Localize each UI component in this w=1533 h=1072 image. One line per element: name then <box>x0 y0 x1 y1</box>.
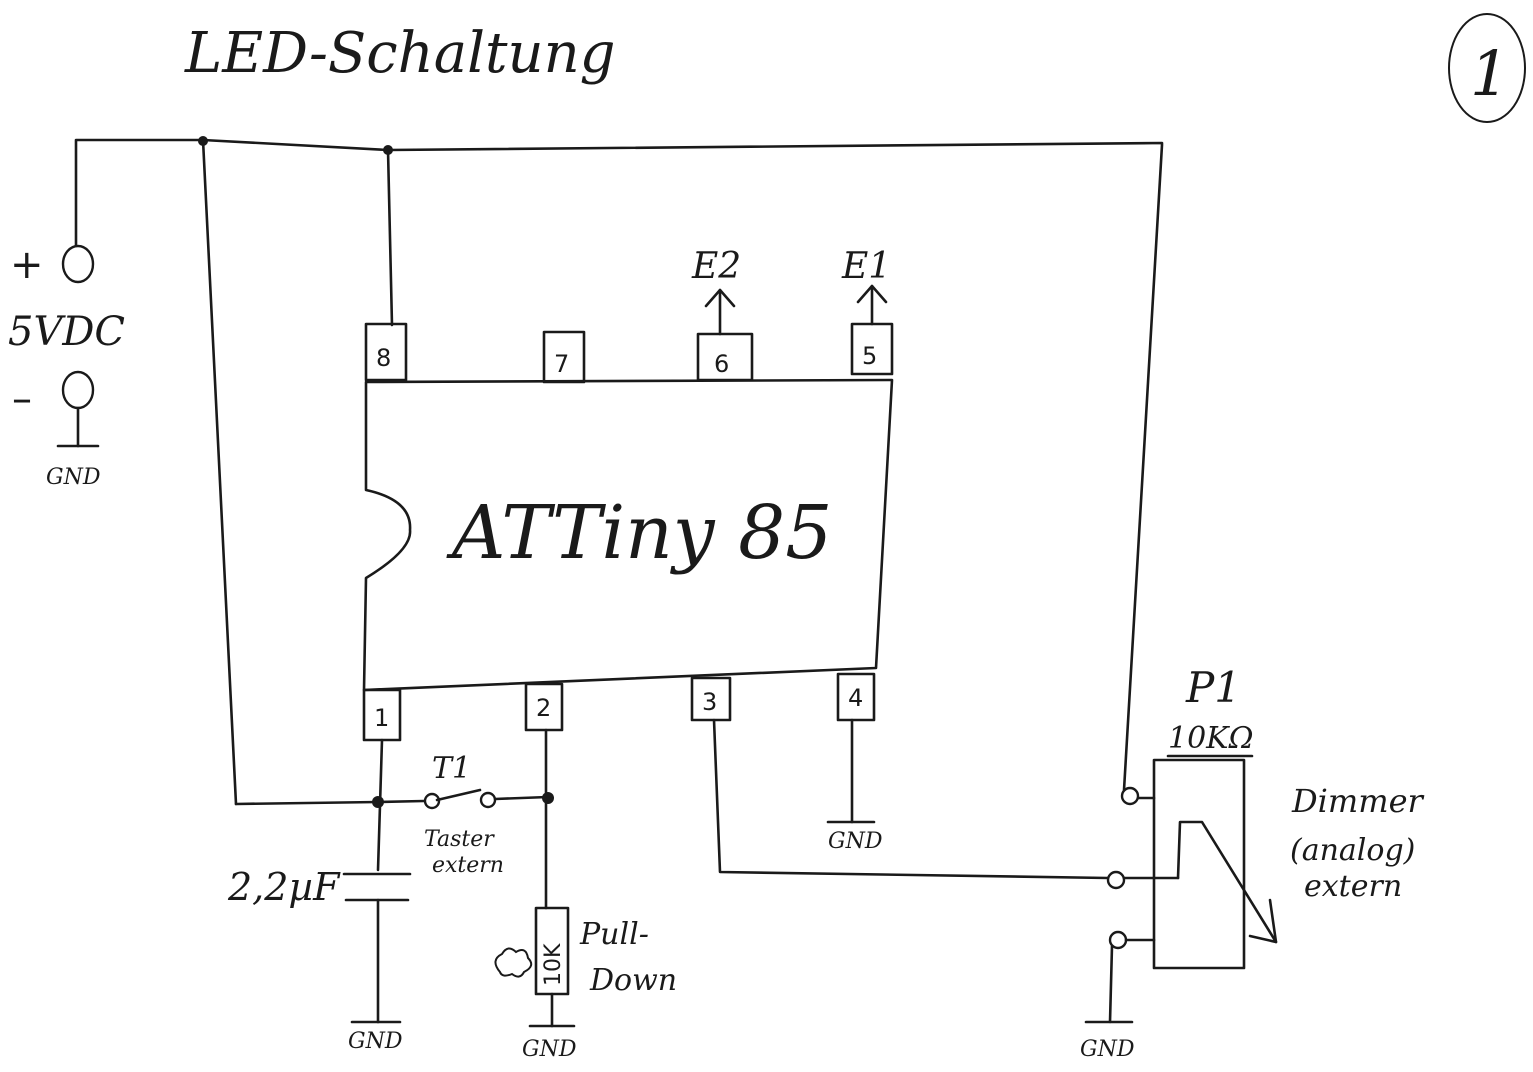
pot-terminal-wiper-icon <box>1106 870 1126 890</box>
pin-6 <box>696 332 754 382</box>
potentiometer: P1 10KΩ GND Dimmer (analog) extern <box>1080 663 1425 1062</box>
pin-2-label: 2 <box>536 694 551 722</box>
pin-4 <box>836 672 876 722</box>
output-e2-label: E2 <box>691 246 741 287</box>
output-e1: E1 <box>841 246 891 326</box>
pin-7-label: 7 <box>554 350 569 378</box>
switch-contact-a-icon <box>423 792 441 810</box>
pin-3 <box>690 676 732 722</box>
plus-terminal-label: + <box>10 242 44 288</box>
pin-8-label: 8 <box>376 344 391 372</box>
attiny85-chip: ATTiny 85 8 7 6 5 1 2 3 4 <box>362 322 894 742</box>
minus-terminal-icon <box>61 370 95 410</box>
minus-terminal-label: – <box>12 376 32 422</box>
gnd-label-pot: GND <box>1080 1037 1135 1062</box>
pin-3-label: 3 <box>702 688 717 716</box>
pin-4-label: 4 <box>848 684 863 712</box>
reset-network: T1 Taster extern 2,2µF GND <box>227 738 550 1054</box>
pulldown-label-line2: Down <box>589 963 677 998</box>
output-e2: E2 <box>691 246 741 336</box>
gnd-label-pin4: GND <box>828 829 883 854</box>
pin-6-label: 6 <box>714 350 729 378</box>
pin-5-label: 5 <box>862 342 877 370</box>
gnd-label-capacitor: GND <box>348 1029 403 1054</box>
pot-terminal-top-icon <box>1120 786 1140 806</box>
pin-1-label: 1 <box>374 704 389 732</box>
pulldown-resistor: 10K GND Pull- Down <box>494 728 677 1062</box>
pin4-ground: GND <box>826 718 883 854</box>
pin3-wiper-wire <box>712 718 1110 880</box>
flower-doodle-icon <box>494 947 533 978</box>
schematic-title: LED-Schaltung <box>184 21 616 86</box>
gnd-label-power: GND <box>46 465 101 490</box>
pin-8 <box>364 322 408 382</box>
capacitor-value: 2,2µF <box>227 865 341 909</box>
pin-2 <box>524 682 564 732</box>
pulldown-value: 10K <box>541 943 566 986</box>
pot-desc-line3: extern <box>1304 869 1402 904</box>
voltage-label: 5VDC <box>8 309 125 355</box>
switch-name: T1 <box>432 751 471 786</box>
pot-desc-line1: Dimmer <box>1291 782 1425 820</box>
power-input: + 5VDC – GND <box>8 242 125 490</box>
switch-desc-line1: Taster <box>424 827 495 852</box>
output-e1-label: E1 <box>841 246 891 287</box>
pin-7 <box>542 330 586 384</box>
pulldown-label-line1: Pull- <box>579 917 649 952</box>
chip-name: ATTiny 85 <box>446 490 832 576</box>
switch-desc-line2: extern <box>432 853 504 878</box>
supply-rail <box>74 136 1164 806</box>
page-number-badge: 1 <box>1448 13 1526 123</box>
switch-contact-b-icon <box>479 791 497 809</box>
pot-desc-line2: (analog) <box>1290 833 1415 868</box>
pot-name: P1 <box>1185 663 1241 712</box>
plus-terminal-icon <box>61 244 95 284</box>
gnd-label-pulldown: GND <box>522 1037 577 1062</box>
pot-value: 10KΩ <box>1168 721 1253 756</box>
page-number: 1 <box>1470 37 1509 110</box>
